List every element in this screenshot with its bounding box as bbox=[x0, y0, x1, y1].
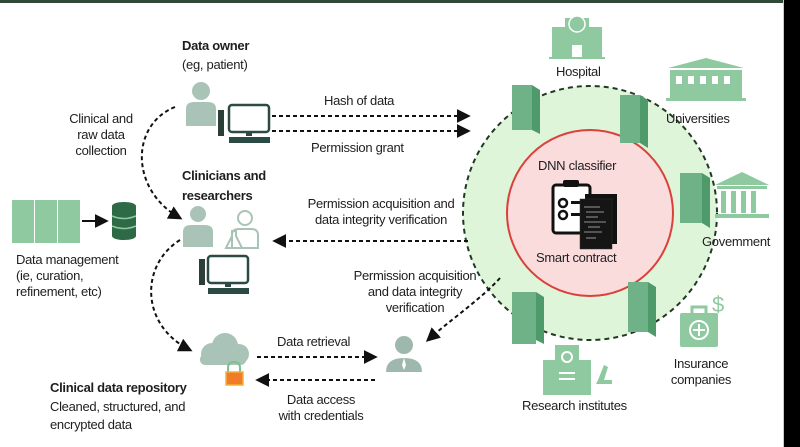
node-label-hospital: Hospital bbox=[556, 64, 601, 79]
research-institute-icon bbox=[543, 345, 612, 395]
perm-acq-1-line1: Permission acquisition and bbox=[307, 196, 455, 211]
cloud-repository-icon bbox=[200, 333, 249, 365]
clinician-person-icon bbox=[183, 206, 213, 247]
permission-grant-label: Permission grant bbox=[311, 140, 404, 155]
permission-acq-2-label: Permission acquisition and data integrit… bbox=[330, 268, 500, 316]
server-icon-hospital bbox=[512, 85, 540, 134]
data-management-line1: Data management bbox=[16, 252, 119, 267]
data-management-line3: refinement, etc) bbox=[16, 284, 102, 299]
clinicians-title-1: Clinicians and bbox=[182, 168, 266, 183]
perm-acq-2-line1: Permission acquisition bbox=[353, 268, 477, 283]
right-edge-line bbox=[783, 0, 784, 447]
node-label-insurance: Insurance companies bbox=[666, 356, 736, 388]
server-icon-insurance bbox=[628, 282, 656, 337]
server-icon-research bbox=[512, 292, 544, 344]
data-management-label: Data management (ie, curation, refinemen… bbox=[16, 252, 119, 300]
clinician-computer-icon bbox=[199, 254, 250, 294]
insurance-line1: Insurance bbox=[673, 356, 729, 371]
server-icon-government bbox=[680, 173, 710, 228]
collection-label: Clinical and raw data collection bbox=[56, 111, 146, 159]
right-black-border bbox=[784, 0, 800, 447]
server-icon-universities bbox=[620, 95, 648, 148]
repository-title: Clinical data repository bbox=[50, 380, 187, 395]
researcher-person-icon bbox=[224, 210, 259, 249]
data-management-servers-icon bbox=[12, 200, 80, 243]
data-management-line2: (ie, curation, bbox=[16, 268, 84, 283]
lock-icon bbox=[225, 360, 244, 386]
access-line1: Data access bbox=[286, 392, 356, 407]
perm-acq-2-line3: verification bbox=[385, 300, 445, 315]
collection-line2: raw data bbox=[77, 127, 125, 142]
clinicians-title-2: researchers bbox=[182, 188, 253, 203]
hospital-icon bbox=[549, 15, 605, 59]
hash-label: Hash of data bbox=[324, 93, 395, 108]
retrieval-label: Data retrieval bbox=[277, 334, 351, 349]
collection-line1: Clinical and bbox=[69, 111, 133, 126]
perm-acq-2-line2: and data integrity bbox=[367, 284, 463, 299]
permission-acq-1-label: Permission acquisition and data integrit… bbox=[286, 196, 476, 228]
data-owner-title: Data owner bbox=[182, 38, 250, 53]
repository-line1: Cleaned, structured, and bbox=[50, 399, 186, 414]
data-owner-computer-icon bbox=[218, 103, 271, 143]
data-owner-subtitle: (eg, patient) bbox=[182, 57, 248, 72]
insurance-line2: companies bbox=[670, 372, 732, 387]
arrow-to-repository bbox=[150, 239, 193, 352]
perm-acq-1-line2: data integrity verification bbox=[314, 212, 448, 227]
arrow-permission-acq-2 bbox=[425, 277, 501, 342]
university-icon bbox=[666, 58, 746, 101]
government-icon bbox=[715, 172, 769, 218]
top-border bbox=[0, 0, 800, 3]
smart-contract-icon bbox=[551, 180, 617, 250]
arrow-collection bbox=[140, 106, 183, 220]
user-person-icon bbox=[386, 336, 422, 372]
repository-line2: encrypted data bbox=[50, 417, 132, 432]
dnn-classifier-label: DNN classifier bbox=[538, 158, 617, 173]
access-label: Data access with credentials bbox=[266, 392, 376, 424]
collection-line3: collection bbox=[75, 143, 127, 158]
node-label-research: Research institutes bbox=[522, 398, 627, 413]
node-label-government: Govemment bbox=[702, 234, 771, 249]
insurance-icon: $ bbox=[680, 292, 724, 347]
svg-text:$: $ bbox=[712, 292, 724, 317]
database-icon bbox=[111, 202, 137, 240]
access-line2: with credentials bbox=[278, 408, 364, 423]
node-label-universities: Universities bbox=[666, 111, 730, 126]
data-owner-person-icon bbox=[186, 82, 216, 126]
smart-contract-label: Smart contract bbox=[536, 250, 617, 265]
